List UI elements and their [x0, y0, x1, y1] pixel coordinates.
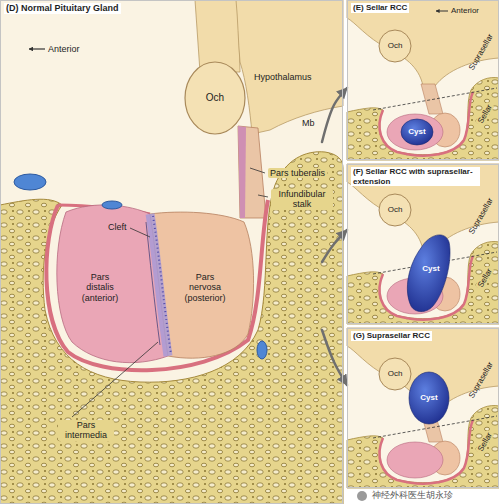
part-label: Cleft: [108, 222, 127, 232]
part-label: Anterior: [48, 44, 80, 54]
figure-panel: (G) Suprasellar RCC: [347, 328, 499, 488]
pars-tuberalis: [238, 126, 246, 218]
cyst-shape: [409, 372, 449, 424]
leader-line: [250, 168, 265, 173]
panel-title: (D) Normal Pituitary Gland: [4, 3, 121, 14]
panel-title: (F) Sellar RCC with suprasellar-extensio…: [351, 167, 480, 186]
part-label: Och: [388, 205, 403, 214]
part-label: Pars nervosa (posterior): [180, 272, 230, 303]
part-label: Och: [388, 41, 403, 50]
figure-panel: (F) Sellar RCC with suprasellar-extensio…: [347, 164, 499, 324]
optic-chiasm: [185, 62, 245, 134]
infundibular-stalk: [238, 126, 266, 218]
part-label: Cyst: [422, 264, 439, 273]
part-label: Pars intermedia: [58, 420, 114, 441]
part-label: Pars distalis (anterior): [76, 272, 124, 303]
venous-sinus: [14, 174, 46, 190]
pars-intermedia-dots: [153, 216, 171, 354]
suprasellar-rcc-figure: [347, 328, 499, 488]
watermark: 神经外科医生胡永珍: [372, 490, 453, 500]
dura: [46, 200, 268, 370]
part-label: Suprasellar: [467, 360, 495, 400]
part-label: Anterior: [451, 6, 479, 15]
cyst-shape: [401, 119, 433, 145]
part-label: Suprasellar: [467, 32, 495, 72]
part-label: Och: [388, 369, 403, 378]
venous-sinus: [102, 201, 122, 209]
leader-line: [72, 342, 158, 417]
sellar-rcc-figure: [347, 0, 499, 160]
cleft-line: [146, 222, 160, 345]
part-label: Suprasellar: [467, 196, 495, 236]
part-label: Pars tuberalis: [268, 168, 327, 178]
pars-nervosa: [150, 212, 254, 358]
part-label: Och: [206, 92, 224, 104]
panel-title: (G) Suprasellar RCC: [351, 331, 432, 341]
pars-distalis: [57, 205, 168, 363]
flow-arrow: [322, 88, 347, 142]
cyst-shape: [407, 235, 450, 312]
optic-tract: [195, 0, 240, 72]
part-label: Mb: [302, 118, 315, 128]
direction-arrow: [436, 11, 448, 12]
part-label: Cyst: [420, 393, 437, 402]
part-label: Cyst: [408, 127, 425, 136]
part-label: Hypothalamus: [254, 72, 312, 82]
watermark-icon: [357, 491, 367, 501]
flow-arrow: [322, 330, 347, 385]
leader-line: [258, 195, 268, 197]
panel-title: (E) Sellar RCC: [351, 3, 409, 13]
part-label: Sellar: [475, 429, 495, 455]
suprasellar-extension-figure: [347, 164, 499, 324]
sella-bone: [0, 152, 343, 504]
flow-arrow: [322, 230, 347, 262]
venous-sinus: [257, 341, 267, 359]
part-label: Infundibular stalk: [271, 189, 333, 210]
hypothalamus-shape: [236, 0, 343, 134]
part-label: Sellar: [475, 265, 495, 291]
direction-arrow: [29, 48, 45, 49]
panel-ground: [0, 0, 343, 504]
leader-line: [130, 228, 150, 237]
part-label: Sellar: [475, 101, 495, 127]
